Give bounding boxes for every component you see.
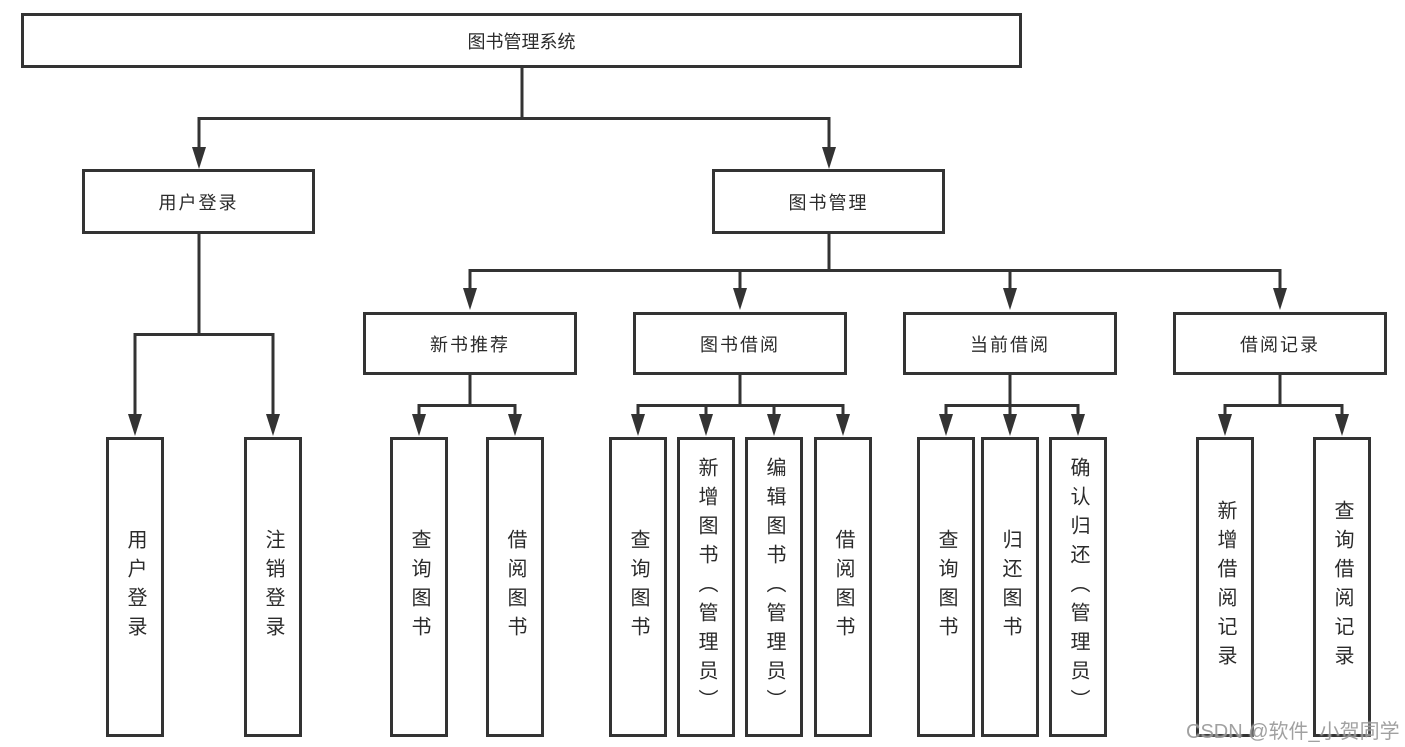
node-label: 新增借阅记录 bbox=[1214, 500, 1236, 674]
node-label: 查询借阅记录 bbox=[1331, 500, 1353, 674]
node-label: 新书推荐 bbox=[430, 334, 510, 355]
node-label: 借阅图书 bbox=[832, 529, 854, 645]
arrowhead bbox=[463, 288, 477, 310]
arrowhead bbox=[836, 414, 850, 436]
arrowhead bbox=[822, 147, 836, 169]
node-book-borrowing: 图书借阅 bbox=[633, 312, 847, 375]
node-label: 确认归还（管理员） bbox=[1067, 456, 1089, 718]
arrowhead bbox=[1003, 288, 1017, 310]
leaf-edit-books-admin: 编辑图书（管理员） bbox=[745, 437, 803, 737]
arrowhead bbox=[699, 414, 713, 436]
arrowhead bbox=[508, 414, 522, 436]
node-label: 查询图书 bbox=[408, 529, 430, 645]
csdn-watermark: CSDN @软件_小贺同学 bbox=[1186, 721, 1400, 743]
leaf-query-books-borrow: 查询图书 bbox=[609, 437, 667, 737]
leaf-logout: 注销登录 bbox=[244, 437, 302, 737]
arrowhead bbox=[1273, 288, 1287, 310]
node-label: 归还图书 bbox=[999, 529, 1021, 645]
node-user-login: 用户登录 bbox=[82, 169, 315, 234]
node-book-management: 图书管理 bbox=[712, 169, 945, 234]
node-label: 图书管理 bbox=[788, 192, 869, 213]
arrowhead bbox=[1071, 414, 1085, 436]
node-label: 当前借阅 bbox=[970, 334, 1050, 355]
node-new-book-recommendation: 新书推荐 bbox=[363, 312, 577, 375]
node-label: 图书借阅 bbox=[700, 334, 780, 355]
node-library-management-system: 图书管理系统 bbox=[21, 13, 1022, 68]
leaf-query-books-recommend: 查询图书 bbox=[390, 437, 448, 737]
node-borrowing-records: 借阅记录 bbox=[1173, 312, 1387, 375]
leaf-return-books: 归还图书 bbox=[981, 437, 1039, 737]
node-current-borrowing: 当前借阅 bbox=[903, 312, 1117, 375]
arrowhead bbox=[266, 414, 280, 436]
node-label: 借阅记录 bbox=[1240, 334, 1320, 355]
leaf-confirm-return-admin: 确认归还（管理员） bbox=[1049, 437, 1107, 737]
arrowhead bbox=[192, 147, 206, 169]
node-label: 编辑图书（管理员） bbox=[763, 456, 785, 718]
arrowhead bbox=[939, 414, 953, 436]
leaf-add-books-admin: 新增图书（管理员） bbox=[677, 437, 735, 737]
leaf-user-login: 用户登录 bbox=[106, 437, 164, 737]
node-label: 用户登录 bbox=[124, 529, 146, 645]
leaf-query-books-current: 查询图书 bbox=[917, 437, 975, 737]
leaf-query-borrow-record: 查询借阅记录 bbox=[1313, 437, 1371, 737]
arrowhead bbox=[412, 414, 426, 436]
arrowhead bbox=[1335, 414, 1349, 436]
node-label: 注销登录 bbox=[262, 529, 284, 645]
leaf-add-borrow-record: 新增借阅记录 bbox=[1196, 437, 1254, 737]
node-label: 借阅图书 bbox=[504, 529, 526, 645]
arrowhead bbox=[767, 414, 781, 436]
node-label: 查询图书 bbox=[935, 529, 957, 645]
arrowhead bbox=[733, 288, 747, 310]
leaf-borrow-books-recommend: 借阅图书 bbox=[486, 437, 544, 737]
arrowhead bbox=[1218, 414, 1232, 436]
leaf-borrow-books: 借阅图书 bbox=[814, 437, 872, 737]
arrowhead bbox=[128, 414, 142, 436]
node-label: 图书管理系统 bbox=[467, 31, 576, 52]
node-label: 用户登录 bbox=[158, 192, 239, 213]
node-label: 查询图书 bbox=[627, 529, 649, 645]
node-label: 新增图书（管理员） bbox=[695, 456, 717, 718]
arrowhead bbox=[1003, 414, 1017, 436]
arrowhead bbox=[631, 414, 645, 436]
